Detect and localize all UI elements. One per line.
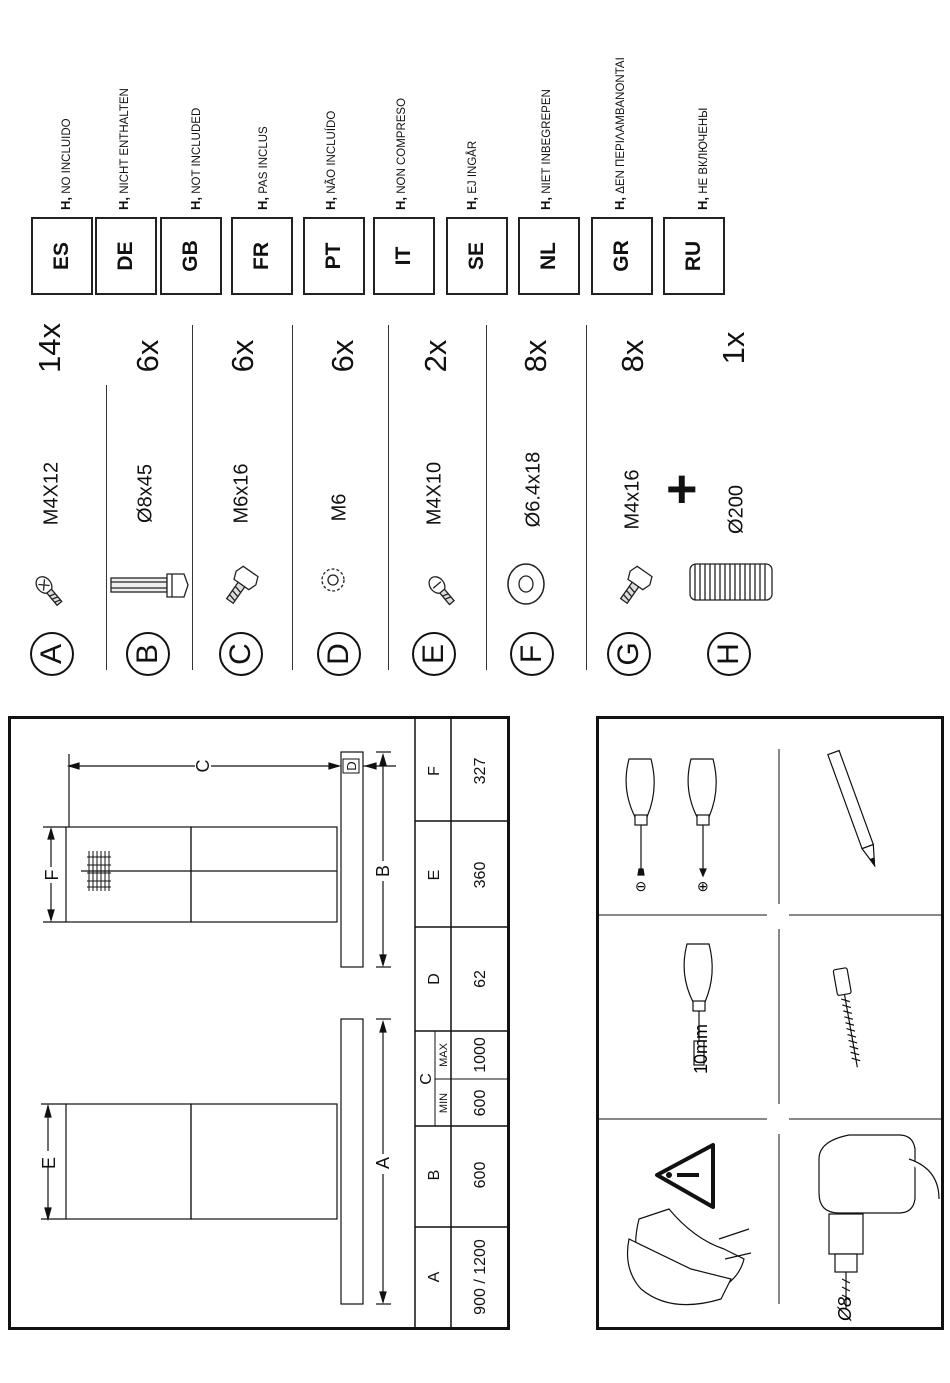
plus-sign: + [666, 459, 698, 519]
nut-driver-icon [683, 943, 713, 1066]
hood-chimney-lower [65, 1103, 192, 1220]
part-letter-b: B [126, 632, 170, 676]
dim-label-b: B [373, 865, 393, 877]
drill-icon [818, 1134, 940, 1309]
hood-canopy-a [340, 1018, 364, 1305]
lang-box-gb: GB [160, 217, 222, 295]
flat-head-symbol: ⊖ [635, 878, 647, 894]
part-letter-d: D [317, 632, 361, 676]
flexible-duct-icon [689, 563, 773, 601]
table-header-a: A [426, 1271, 443, 1282]
table-value-d: 62 [472, 970, 489, 988]
part-divider [486, 325, 487, 670]
phillips-screwdriver-icon [687, 758, 717, 878]
part-letter-a: A [30, 632, 74, 676]
hex-bolt-icon [225, 565, 259, 605]
dimension-table [414, 719, 507, 1327]
pencil-icon [827, 749, 876, 868]
dim-label-a: A [373, 1157, 393, 1169]
gloves-icon [626, 1208, 752, 1306]
table-value-e: 360 [472, 862, 489, 889]
part-letter-e: E [412, 632, 456, 676]
flat-screwdriver-icon [625, 758, 655, 876]
wrench-size-label: 10mm [691, 1024, 711, 1074]
table-value-f: 327 [472, 758, 489, 785]
table-value-b: 600 [472, 1162, 489, 1189]
part-divider [292, 325, 293, 670]
lang-box-it: IT [373, 217, 435, 295]
dim-label-e: E [39, 1157, 59, 1169]
hood-chimney-lower-b [65, 826, 192, 923]
lang-box-de: DE [95, 217, 157, 295]
part-letter-f: F [510, 632, 554, 676]
hex-bolt-icon [619, 565, 653, 605]
part-icons [35, 563, 773, 607]
table-value-c-min: 600 [472, 1090, 489, 1117]
lang-box-ru: RU [663, 217, 725, 295]
table-header-b: B [426, 1170, 443, 1181]
lang-box-pt: PT [303, 217, 365, 295]
hood-chimney-upper-b [190, 826, 338, 923]
drill-bit-size-label: Ø8 [835, 1297, 855, 1322]
hood-drawing: E F C D A B F E D C [39, 719, 507, 1327]
table-header-e: E [426, 870, 443, 881]
screw-icon [35, 576, 63, 607]
part-divider [106, 385, 107, 670]
lang-box-fr: FR [231, 217, 293, 295]
lang-box-nl: NL [518, 217, 580, 295]
lang-box-gr: GR [591, 217, 653, 295]
vent-grille [87, 851, 111, 891]
drill-bit-icon [832, 967, 861, 1068]
part-divider [388, 325, 389, 670]
dim-label-d: D [344, 761, 359, 770]
lock-washer-icon [321, 568, 345, 592]
phillips-head-symbol: ⊕ [697, 878, 709, 894]
tools-drawing: ⊖ ⊕ 10mm [599, 749, 941, 1322]
anchor-bolt-icon [110, 573, 189, 598]
table-header-d: D [426, 973, 443, 985]
hood-canopy-b [340, 751, 364, 968]
tools-panel: ⊖ ⊕ 10mm [596, 716, 944, 1330]
table-value-c-max: 1000 [472, 1037, 489, 1073]
screw-icon [428, 576, 455, 606]
table-header-c: C [418, 1073, 435, 1085]
part-letter-c: C [219, 632, 263, 676]
table-header-f: F [426, 766, 443, 776]
dim-label-f: F [42, 870, 62, 881]
part-divider [192, 325, 193, 670]
flat-washer-icon [507, 563, 545, 605]
part-divider [586, 325, 587, 670]
lang-box-se: SE [446, 217, 508, 295]
lang-box-es: ES [31, 217, 93, 295]
table-sub-max: MAX [438, 1042, 450, 1067]
hood-chimney-upper [190, 1103, 338, 1220]
part-letter-g: G [607, 632, 651, 676]
dimension-diagram: E F C D A B F E D C [8, 716, 510, 1330]
part-letter-h: H [707, 632, 751, 676]
table-value-a: 900 / 1200 [472, 1239, 489, 1315]
table-sub-min: MIN [438, 1093, 450, 1113]
dim-label-c: C [193, 760, 213, 773]
